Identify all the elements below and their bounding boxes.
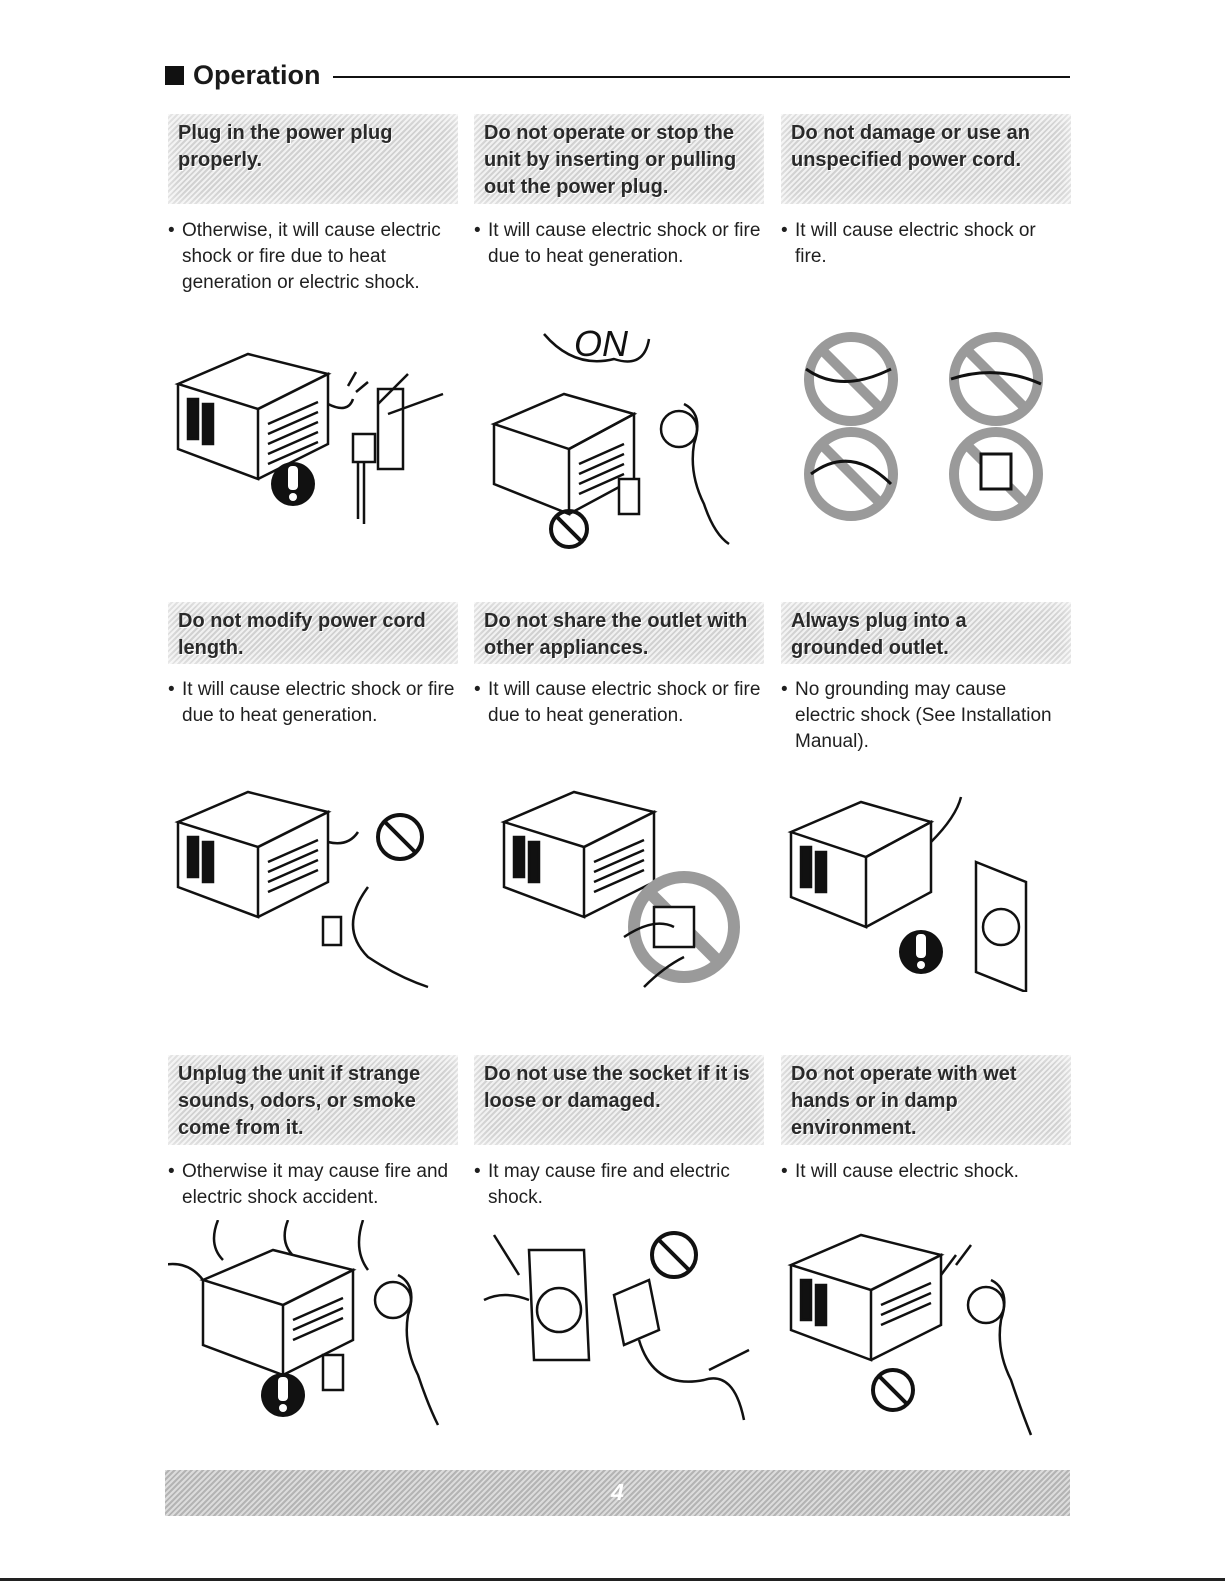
- exclamation-icon: [899, 930, 943, 974]
- wall-outlet-icon: [617, 477, 641, 516]
- warning-heading: Do not damage or use an unspecified powe…: [791, 122, 1030, 171]
- warning-heading: Do not use the socket if it is loose or …: [484, 1063, 750, 1112]
- prohibited-icon: [871, 1368, 915, 1412]
- air-conditioner-icon: [787, 800, 935, 929]
- section-title: Operation: [193, 60, 321, 90]
- spark-icon: [708, 1348, 750, 1372]
- warning-banner: Do not use the socket if it is loose or …: [474, 1055, 764, 1145]
- woman-icon: [397, 1273, 440, 1426]
- smoke-icon: [168, 1220, 370, 1281]
- bottom-rule: [0, 1578, 1225, 1581]
- prohibited-icon: [650, 1231, 698, 1279]
- prohibited-icon: [949, 332, 1043, 426]
- grounded-outlet-illustration: [781, 787, 1071, 992]
- spark-icon: [483, 1234, 530, 1302]
- warning-text: It will cause electric shock or fire due…: [474, 218, 764, 270]
- water-drop-icon: [940, 1244, 972, 1276]
- loose-socket-illustration: [474, 1220, 764, 1440]
- item-loose-socket: Do not use the socket if it is loose or …: [474, 1055, 764, 1445]
- woman-icon: [990, 1278, 1033, 1436]
- warning-text: No grounding may cause electric shock (S…: [781, 677, 1071, 755]
- hand-icon: [930, 796, 963, 843]
- warning-text: It will cause electric shock or fire.: [781, 218, 1071, 270]
- warning-banner: Do not damage or use an unspecified powe…: [781, 114, 1071, 204]
- prohibited-icon: [804, 332, 898, 426]
- hand-icon: [327, 371, 369, 410]
- page-number: 4: [611, 1479, 624, 1505]
- smoke-unplug-illustration: [168, 1220, 458, 1440]
- item-plug-in-properly: Plug in the power plug properly. Otherwi…: [168, 114, 458, 554]
- plug-icon: [321, 915, 343, 947]
- air-conditioner-icon: [490, 392, 638, 516]
- warning-banner: Do not share the outlet with other appli…: [474, 602, 764, 664]
- warning-heading: Do not operate with wet hands or in damp…: [791, 1063, 1017, 1139]
- air-conditioner-icon: [174, 790, 332, 919]
- air-conditioner-icon: [199, 1248, 357, 1377]
- shared-outlet-illustration: [474, 777, 764, 992]
- wet-hands-illustration: [781, 1215, 1071, 1440]
- section-bullet-square: [165, 66, 184, 85]
- prohibited-icon: [804, 427, 898, 521]
- warning-text: Otherwise, it will cause electric shock …: [168, 218, 458, 296]
- wall-outlet-icon: [527, 1248, 591, 1362]
- warning-heading: Always plug into a grounded outlet.: [791, 610, 967, 659]
- hand-icon: [327, 831, 360, 845]
- plug-illustration: [168, 334, 458, 534]
- speech-bubble-icon: [543, 333, 651, 363]
- plug-operation-illustration: ON: [474, 314, 764, 554]
- warning-text: It will cause electric shock or fire due…: [168, 677, 458, 729]
- warning-text: It will cause electric shock.: [781, 1159, 1071, 1185]
- warning-text: It will cause electric shock or fire due…: [474, 677, 764, 729]
- warning-banner: Always plug into a grounded outlet.: [781, 602, 1071, 664]
- item-do-not-share-outlet: Do not share the outlet with other appli…: [474, 602, 764, 1002]
- item-unplug-if-strange: Unplug the unit if strange sounds, odors…: [168, 1055, 458, 1445]
- warning-text: Otherwise it may cause fire and electric…: [168, 1159, 458, 1211]
- page-footer-bar: 4: [165, 1470, 1070, 1516]
- wall-outlet-icon: [974, 860, 1028, 992]
- warning-heading: Do not share the outlet with other appli…: [484, 610, 748, 659]
- item-grounded-outlet: Always plug into a grounded outlet. No g…: [781, 602, 1071, 1002]
- warning-banner: Unplug the unit if strange sounds, odors…: [168, 1055, 458, 1145]
- air-conditioner-icon: [787, 1233, 945, 1362]
- item-do-not-operate-by-plug: Do not operate or stop the unit by inser…: [474, 114, 764, 554]
- on-callout: ON: [574, 323, 629, 364]
- air-conditioner-icon: [174, 352, 332, 481]
- warning-heading: Do not modify power cord length.: [178, 610, 426, 659]
- air-conditioner-icon: [500, 790, 658, 919]
- woman-icon: [683, 402, 730, 546]
- warning-banner: Plug in the power plug properly.: [168, 114, 458, 204]
- prohibited-icon: [376, 813, 424, 861]
- item-do-not-modify-cord: Do not modify power cord length. It will…: [168, 602, 458, 1002]
- section-rule: [333, 76, 1070, 78]
- section-header: Operation: [165, 58, 1070, 94]
- warning-heading: Plug in the power plug properly.: [178, 122, 393, 171]
- spark-icon: [377, 373, 444, 416]
- plug-icon: [351, 432, 377, 464]
- wall-outlet-icon: [376, 387, 405, 471]
- modify-cord-illustration: [168, 777, 458, 992]
- warning-banner: Do not operate with wet hands or in damp…: [781, 1055, 1071, 1145]
- exclamation-icon: [271, 462, 315, 506]
- wall-outlet-icon: [321, 1353, 345, 1392]
- item-do-not-damage-cord: Do not damage or use an unspecified powe…: [781, 114, 1071, 554]
- item-wet-hands: Do not operate with wet hands or in damp…: [781, 1055, 1071, 1445]
- exclamation-icon: [261, 1373, 305, 1417]
- warning-banner: Do not modify power cord length.: [168, 602, 458, 664]
- plug-icon: [612, 1278, 661, 1347]
- warning-text: It may cause fire and electric shock.: [474, 1159, 764, 1211]
- power-cord-icon: [637, 1339, 746, 1421]
- warning-heading: Unplug the unit if strange sounds, odors…: [178, 1063, 421, 1139]
- prohibited-icon: [549, 509, 589, 549]
- power-cord-icon: [351, 886, 429, 989]
- damaged-cord-illustration: [781, 324, 1071, 524]
- warning-banner: Do not operate or stop the unit by inser…: [474, 114, 764, 204]
- prohibited-icon: [949, 427, 1043, 521]
- warning-heading: Do not operate or stop the unit by inser…: [484, 122, 737, 198]
